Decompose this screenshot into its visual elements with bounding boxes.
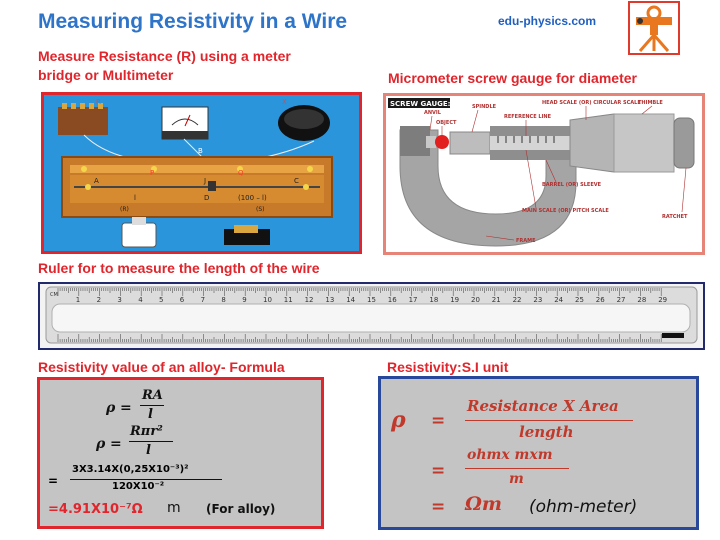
label-d: D: [204, 194, 209, 202]
surveying-instrument-icon: [636, 5, 672, 52]
ruler-number: 19: [450, 296, 459, 304]
label-head-scale: HEAD SCALE (OR) CIRCULAR SCALE: [542, 100, 641, 106]
meter-bridge-image: R X B P Q A J C D l (100 – l) (R) (S): [41, 92, 362, 254]
ruler-number: 29: [658, 296, 667, 304]
page-title: Measuring Resistivity in a Wire: [38, 10, 348, 33]
formula3-denominator: 120X10⁻²: [112, 481, 165, 492]
label-frame: FRAME: [516, 238, 536, 244]
ruler-number: 16: [388, 296, 397, 304]
site-name: edu-physics.com: [498, 14, 597, 28]
ruler-number: 7: [201, 296, 205, 304]
label-q: Q: [238, 169, 244, 177]
label-p: P: [150, 169, 154, 177]
formula2-eq: =: [110, 436, 122, 452]
formula2-numerator: Rπr²: [130, 424, 163, 439]
label-reference: REFERENCE LINE: [504, 114, 552, 120]
ruler-number: 15: [367, 296, 376, 304]
ruler-number: 25: [575, 296, 584, 304]
si-numerator2: ohmx mxm: [467, 447, 553, 463]
formula3-eq: =: [48, 474, 59, 488]
ruler-number: 27: [617, 296, 626, 304]
resistance-heading: Measure Resistance (R) using a meter bri…: [38, 48, 291, 83]
ruler-number: 17: [409, 296, 418, 304]
ruler-number: 4: [138, 296, 143, 304]
formula-note: (For alloy): [206, 502, 276, 516]
si-eq3: =: [431, 497, 446, 517]
si-unit-name: (ohm-meter): [529, 497, 638, 517]
si-denominator1: length: [519, 423, 574, 441]
formula3-numerator: 3X3.14X(0,25X10⁻³)²: [72, 464, 189, 475]
si-unit-box: ρ = Resistance X Area length = ohmx mxm …: [378, 376, 699, 530]
formula-result-unit: m: [167, 500, 181, 516]
ruler-number: 26: [596, 296, 605, 304]
formula2-bar: [129, 441, 173, 442]
si-eq2: =: [431, 461, 446, 481]
ruler-number: 28: [637, 296, 646, 304]
si-bar1: [465, 420, 633, 421]
si-numerator1: Resistance X Area: [467, 397, 619, 415]
ruler-number: 21: [492, 296, 501, 304]
ruler-number: 6: [180, 296, 185, 304]
si-unit-heading: Resistivity:S.I unit: [387, 359, 509, 375]
formula2-rho: ρ: [96, 436, 106, 452]
ruler-number: 24: [554, 296, 563, 304]
ruler-number: 20: [471, 296, 480, 304]
label-ratchet: RATCHET: [662, 214, 688, 220]
formula1-denominator: l: [148, 407, 153, 422]
formula2-denominator: l: [146, 443, 151, 458]
si-eq1: =: [431, 411, 446, 431]
ruler-number: 2: [97, 296, 101, 304]
formula1-numerator: RA: [142, 388, 163, 403]
formula3-bar: [70, 479, 222, 480]
micrometer-diagram: SCREW GAUGE: ANVIL OBJECT SPINDLE REFERE…: [383, 93, 705, 255]
ruler-number: 13: [325, 296, 334, 304]
ruler-number: 22: [513, 296, 522, 304]
label-rest: (100 – l): [238, 194, 267, 202]
si-rho: ρ: [391, 407, 406, 433]
micrometer-heading: Micrometer screw gauge for diameter: [388, 70, 637, 86]
ruler-heading: Ruler for to measure the length of the w…: [38, 260, 320, 276]
ruler-cm-label: CM: [50, 292, 58, 298]
ruler-number: 11: [284, 296, 293, 304]
label-barrel: BARREL (OR) SLEEVE: [542, 182, 602, 188]
ruler-number: 23: [533, 296, 542, 304]
label-r: R: [96, 98, 101, 106]
label-main-scale: MAIN SCALE (OR) PITCH SCALE: [522, 208, 609, 214]
label-a: A: [94, 177, 99, 185]
label-x: X: [282, 98, 287, 106]
label-c: C: [294, 177, 299, 185]
ruler-number: 18: [429, 296, 438, 304]
label-object: OBJECT: [436, 120, 457, 126]
ruler-number: 10: [263, 296, 272, 304]
label-s-paren: (S): [256, 206, 265, 213]
label-thimble: THIMBLE: [638, 100, 663, 106]
label-j: J: [203, 177, 206, 185]
ruler-number: 8: [221, 296, 225, 304]
formula1-eq: =: [120, 400, 132, 416]
formula-box: ρ = RA l ρ = Rπr² l = 3X3.14X(0,25X10⁻³)…: [37, 377, 324, 529]
ruler-number: 9: [242, 296, 246, 304]
si-bar2: [465, 468, 569, 469]
label-l: l: [134, 194, 136, 202]
si-unit-symbol: Ωm: [465, 493, 503, 515]
label-anvil: ANVIL: [424, 110, 442, 116]
ruler-number: 5: [159, 296, 163, 304]
label-r-paren: (R): [120, 206, 129, 213]
formula-result: =4.91X10⁻⁷Ω: [48, 502, 143, 517]
ruler-number: 1: [76, 296, 80, 304]
label-spindle: SPINDLE: [472, 104, 497, 110]
ruler-number: 14: [346, 296, 355, 304]
ruler-number: 3: [117, 296, 121, 304]
label-b: B: [198, 147, 203, 155]
si-denominator2: m: [509, 471, 524, 487]
logo: [628, 1, 680, 55]
ruler-number: 12: [305, 296, 314, 304]
formula1-bar: [140, 405, 164, 406]
formula1-rho: ρ: [106, 400, 116, 416]
screw-gauge-tag: SCREW GAUGE:: [390, 100, 451, 108]
formula-heading: Resistivity value of an alloy- Formula: [38, 359, 285, 375]
